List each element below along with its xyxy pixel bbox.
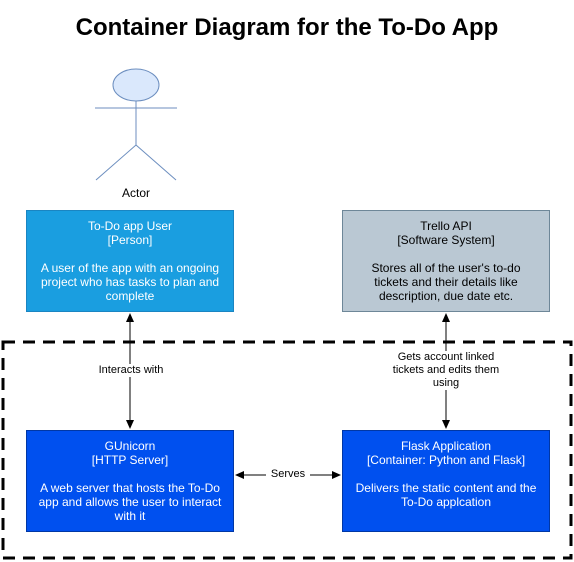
actor-icon xyxy=(95,68,177,181)
gunicorn-title: GUnicorn xyxy=(104,439,156,453)
trello-description: Stores all of the user's to-do tickets a… xyxy=(371,261,521,303)
flask-description: Delivers the static content and the To-D… xyxy=(355,481,537,509)
edge-label-serves: Serves xyxy=(266,468,310,481)
trello-system-box: Trello API [Software System] Stores all … xyxy=(342,210,550,312)
gunicorn-type: [HTTP Server] xyxy=(91,453,169,467)
edge-label-interacts: Interacts with xyxy=(96,364,166,377)
user-person-box: To-Do app User [Person] A user of the ap… xyxy=(26,210,234,312)
trello-title: Trello API xyxy=(420,219,472,233)
gunicorn-container-box: GUnicorn [HTTP Server] A web server that… xyxy=(26,430,234,532)
trello-type: [Software System] xyxy=(397,233,495,247)
edge-label-gets-tickets: Gets account linked tickets and edits th… xyxy=(388,351,504,390)
flask-title: Flask Application xyxy=(400,439,492,453)
container-boundary xyxy=(1,340,573,560)
user-type: [Person] xyxy=(107,233,153,247)
gunicorn-description: A web server that hosts the To-Do app an… xyxy=(38,481,222,523)
actor-label: Actor xyxy=(121,186,150,200)
user-title: To-Do app User xyxy=(87,219,173,233)
user-description: A user of the app with an ongoing projec… xyxy=(40,261,220,303)
flask-type: [Container: Python and Flask] xyxy=(366,453,526,467)
flask-container-box: Flask Application [Container: Python and… xyxy=(342,430,550,532)
diagram-title: Container Diagram for the To-Do App xyxy=(75,14,499,41)
